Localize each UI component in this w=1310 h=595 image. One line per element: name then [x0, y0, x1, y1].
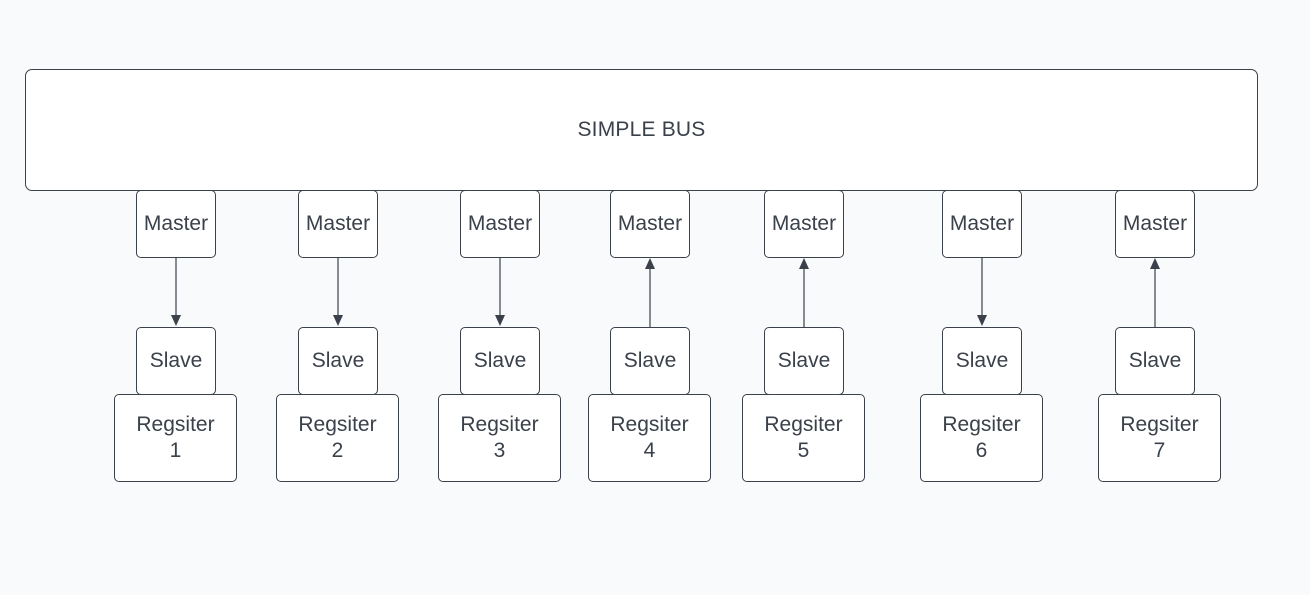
slave-6: Slave: [942, 327, 1022, 395]
register-1-number: 1: [169, 439, 182, 462]
slave-4: Slave: [610, 327, 690, 395]
arrowhead-7-up: [1150, 258, 1160, 269]
register-5: Regsiter 5: [742, 394, 865, 482]
slave-2: Slave: [298, 327, 378, 395]
register-6-label: Regsiter: [942, 413, 1021, 436]
master-1: Master: [136, 190, 216, 258]
arrowhead-5-up: [799, 258, 809, 269]
master-4: Master: [610, 190, 690, 258]
master-6-label: Master: [949, 212, 1015, 235]
register-3-number: 3: [493, 439, 506, 462]
slave-3-label: Slave: [473, 349, 527, 372]
master-1-label: Master: [143, 212, 209, 235]
simple-bus-label: SIMPLE BUS: [577, 118, 706, 141]
master-6: Master: [942, 190, 1022, 258]
arrowhead-6-down: [977, 315, 987, 326]
register-1: Regsiter 1: [114, 394, 237, 482]
slave-7: Slave: [1115, 327, 1195, 395]
register-7-number: 7: [1153, 439, 1166, 462]
register-4-number: 4: [643, 439, 656, 462]
slave-3: Slave: [460, 327, 540, 395]
master-5: Master: [764, 190, 844, 258]
register-2-label: Regsiter: [298, 413, 377, 436]
master-5-label: Master: [771, 212, 837, 235]
simple-bus: SIMPLE BUS: [25, 69, 1258, 191]
master-3-label: Master: [467, 212, 533, 235]
register-5-label: Regsiter: [764, 413, 843, 436]
arrowhead-1-down: [171, 315, 181, 326]
master-2: Master: [298, 190, 378, 258]
register-7: Regsiter 7: [1098, 394, 1221, 482]
master-7: Master: [1115, 190, 1195, 258]
register-3-label: Regsiter: [460, 413, 539, 436]
master-4-label: Master: [617, 212, 683, 235]
slave-1-label: Slave: [149, 349, 203, 372]
master-2-label: Master: [305, 212, 371, 235]
register-6-number: 6: [975, 439, 988, 462]
slave-6-label: Slave: [955, 349, 1009, 372]
slave-7-label: Slave: [1128, 349, 1182, 372]
register-7-label: Regsiter: [1120, 413, 1199, 436]
register-1-label: Regsiter: [136, 413, 215, 436]
register-2: Regsiter 2: [276, 394, 399, 482]
register-3: Regsiter 3: [438, 394, 561, 482]
register-4: Regsiter 4: [588, 394, 711, 482]
arrowhead-3-down: [495, 315, 505, 326]
arrowhead-2-down: [333, 315, 343, 326]
slave-1: Slave: [136, 327, 216, 395]
slave-2-label: Slave: [311, 349, 365, 372]
slave-5: Slave: [764, 327, 844, 395]
master-7-label: Master: [1122, 212, 1188, 235]
slave-4-label: Slave: [623, 349, 677, 372]
arrowhead-4-up: [645, 258, 655, 269]
master-3: Master: [460, 190, 540, 258]
register-4-label: Regsiter: [610, 413, 689, 436]
register-2-number: 2: [331, 439, 344, 462]
slave-5-label: Slave: [777, 349, 831, 372]
register-6: Regsiter 6: [920, 394, 1043, 482]
register-5-number: 5: [797, 439, 810, 462]
